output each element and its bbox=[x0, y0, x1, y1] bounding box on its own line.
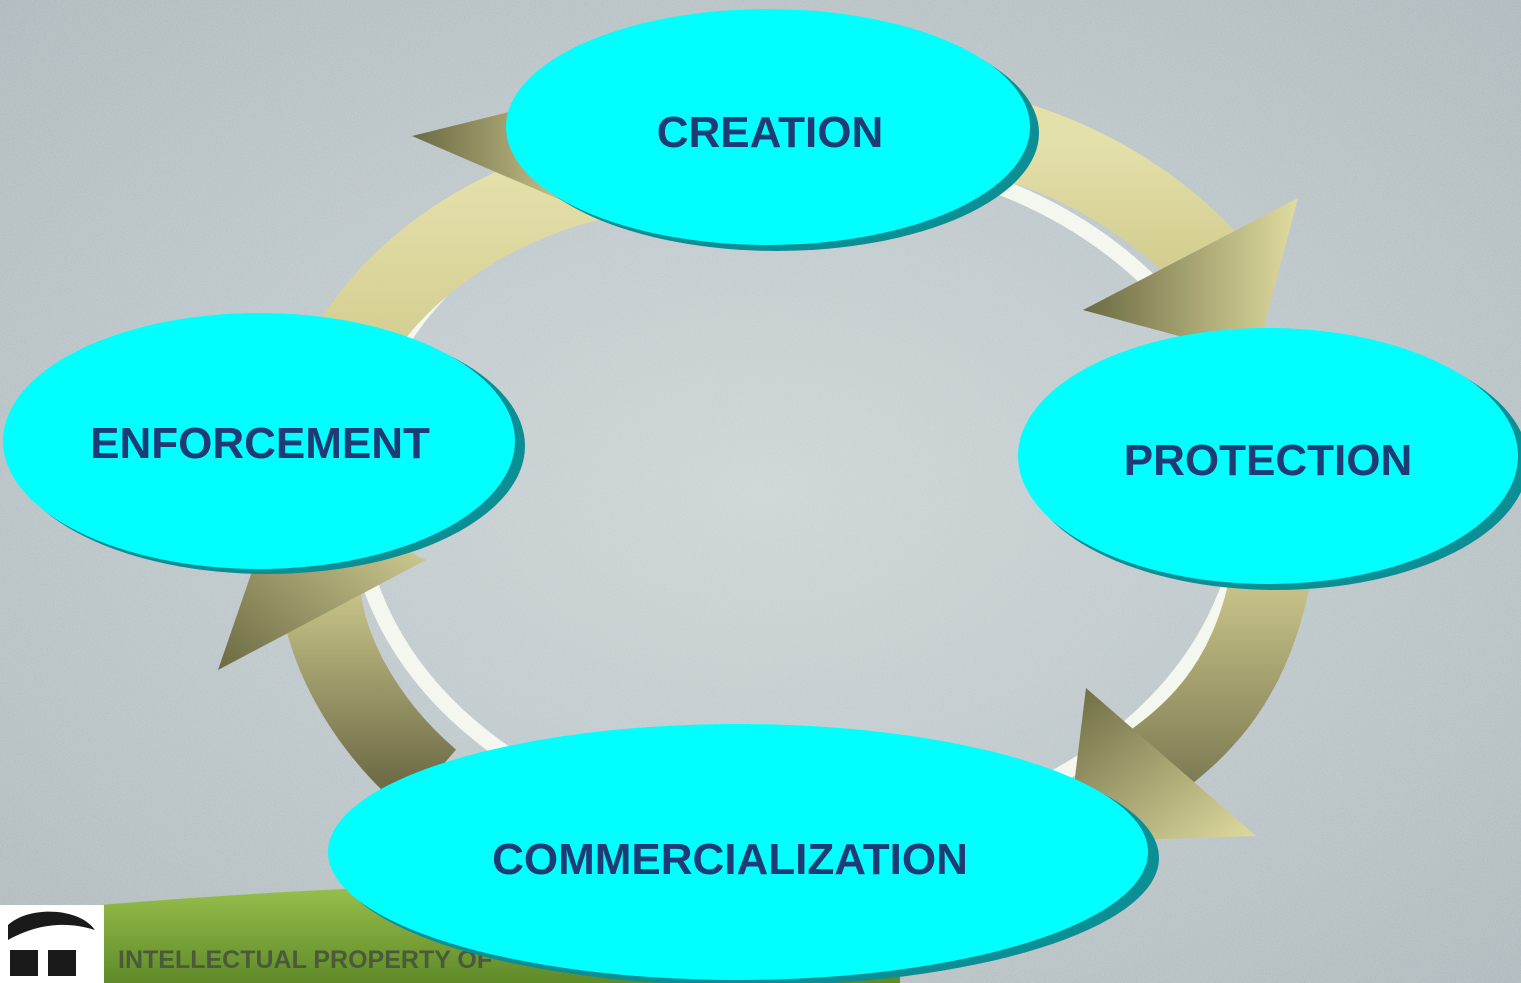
node-creation: CREATION bbox=[506, 9, 1039, 251]
node-enforcement-label: ENFORCEMENT bbox=[90, 419, 430, 468]
node-protection-label: PROTECTION bbox=[1124, 436, 1412, 485]
footer-logo-mark bbox=[8, 911, 95, 940]
node-protection: PROTECTION bbox=[1018, 328, 1521, 590]
node-commercialization: COMMERCIALIZATION bbox=[328, 724, 1159, 983]
node-enforcement: ENFORCEMENT bbox=[3, 313, 525, 574]
arrowhead-to-protection bbox=[1083, 198, 1298, 357]
node-creation-label: CREATION bbox=[657, 108, 884, 157]
footer-organization-text: INTELLECTUAL PROPERTY OF bbox=[118, 946, 493, 974]
node-commercialization-label: COMMERCIALIZATION bbox=[492, 835, 968, 884]
